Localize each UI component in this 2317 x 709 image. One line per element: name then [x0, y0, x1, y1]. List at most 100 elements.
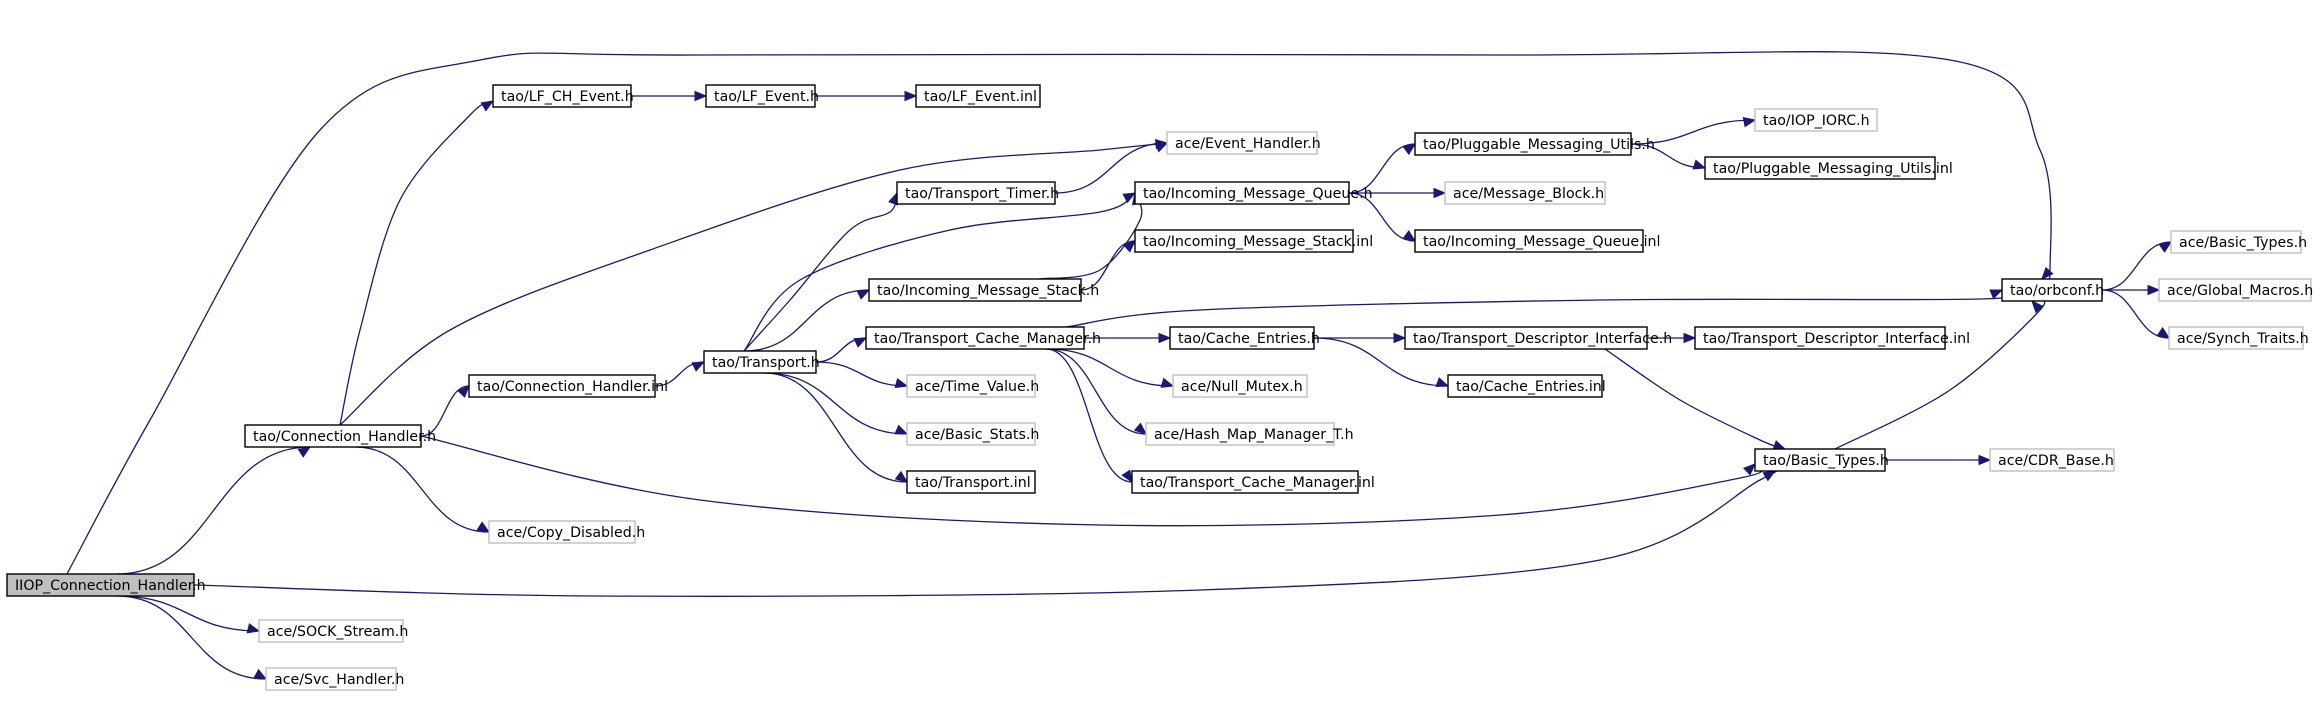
edge-arrowhead — [1402, 143, 1417, 156]
node-box — [896, 181, 1056, 205]
edge-root-to-taobt — [193, 469, 1779, 597]
node-label: tao/Transport.inl — [915, 475, 1031, 491]
edge-arrowhead — [1772, 440, 1787, 451]
edge-arrowhead — [246, 623, 261, 634]
node-label: tao/IOP_IORC.h — [1763, 113, 1870, 129]
edge-orbconf-to-acebt — [2101, 241, 2172, 291]
graph-node-nm: ace/Null_Mutex.h — [1172, 374, 1308, 398]
node-box — [1131, 470, 1359, 494]
node-box — [906, 422, 1036, 446]
node-box — [1694, 326, 1946, 350]
node-label: tao/Cache_Entries.h — [1178, 331, 1320, 347]
graph-node-ch[interactable]: tao/Connection_Handler.h — [244, 424, 436, 448]
edge-tcm-to-nm — [1045, 348, 1174, 387]
edge-arrowhead — [1402, 229, 1417, 242]
edge-tdi-to-taobt — [1604, 348, 1786, 450]
edge-arrowhead — [1122, 240, 1136, 253]
node-box — [703, 350, 817, 374]
edge-trtimer-to-evh — [1054, 142, 1168, 194]
graph-edge — [2101, 241, 2173, 291]
graph-node-gm: ace/Global_Macros.h — [2158, 278, 2313, 302]
graph-node-mb: ace/Message_Block.h — [1444, 181, 1606, 205]
graph-node-chinl[interactable]: tao/Connection_Handler.inl — [468, 374, 668, 398]
graph-edge — [815, 361, 909, 389]
graph-edge — [1313, 337, 1450, 388]
graph-edge — [814, 90, 918, 102]
graph-node-tr[interactable]: tao/Transport.h — [703, 350, 820, 374]
graph-node-orbconf[interactable]: tao/orbconf.h — [2001, 278, 2104, 302]
edge-arrowhead — [894, 470, 909, 483]
edge-tcm-to-orbconf — [1065, 289, 2017, 328]
node-label: tao/Transport_Timer.h — [905, 186, 1059, 202]
graph-node-lfeinl[interactable]: tao/LF_Event.inl — [915, 84, 1041, 108]
graph-node-tcm[interactable]: tao/Transport_Cache_Manager.h — [865, 326, 1101, 350]
graph-node-cdr: ace/CDR_Base.h — [1989, 448, 2115, 472]
node-label: tao/Pluggable_Messaging_Utils.h — [1423, 137, 1655, 153]
edge-ims-to-imq — [1038, 192, 1143, 280]
graph-node-tdi[interactable]: tao/Transport_Descriptor_Interface.h — [1404, 326, 1672, 350]
graph-edge — [1083, 332, 1172, 344]
graph-node-ce[interactable]: tao/Cache_Entries.h — [1169, 326, 1320, 350]
edge-arrowhead — [457, 385, 470, 398]
node-label: tao/Cache_Entries.inl — [1456, 379, 1606, 395]
edge-tr-to-imq — [743, 192, 1136, 352]
edge-arrowhead — [904, 90, 918, 102]
node-label: ace/Copy_Disabled.h — [497, 525, 645, 541]
graph-edge — [354, 446, 491, 533]
graph-edge — [420, 435, 1764, 527]
graph-node-taobt[interactable]: tao/Basic_Types.h — [1754, 448, 1889, 472]
graph-edge — [1045, 348, 1133, 484]
edge-arrowhead — [894, 377, 909, 389]
node-box — [1404, 326, 1648, 350]
node-box — [1754, 108, 1878, 132]
graph-node-svc: ace/Svc_Handler.h — [265, 667, 404, 691]
graph-node-trinl[interactable]: tao/Transport.inl — [906, 470, 1036, 494]
node-label: tao/Transport_Descriptor_Interface.h — [1413, 331, 1672, 347]
graph-node-iorc: tao/IOP_IORC.h — [1754, 108, 1878, 132]
graph-node-pmuinl[interactable]: tao/Pluggable_Messaging_Utils.inl — [1704, 156, 1953, 180]
node-box — [868, 278, 1082, 302]
node-box — [1754, 448, 1886, 472]
graph-node-pmu[interactable]: tao/Pluggable_Messaging_Utils.h — [1414, 132, 1655, 156]
graph-edge — [1045, 348, 1175, 388]
graph-edge — [763, 372, 909, 435]
node-label: tao/Connection_Handler.inl — [477, 379, 668, 395]
node-box — [1414, 132, 1632, 156]
edge-arrowhead — [1978, 454, 1992, 466]
node-label: tao/Transport.h — [712, 355, 820, 371]
edge-tr-to-trinl — [763, 372, 908, 483]
graph-node-root[interactable]: IIOP_Connection_Handler.h — [6, 573, 206, 597]
node-label: tao/Incoming_Message_Queue.inl — [1423, 234, 1661, 250]
node-box — [1134, 229, 1354, 253]
graph-node-tdiinl[interactable]: tao/Transport_Descriptor_Interface.inl — [1694, 326, 1970, 350]
edge-arrowhead — [2041, 266, 2054, 280]
graph-node-st: ace/Synch_Traits.h — [2168, 326, 2309, 350]
graph-edge — [654, 361, 706, 387]
edge-arrowhead — [853, 337, 868, 348]
graph-node-tcminl[interactable]: tao/Transport_Cache_Manager.inl — [1131, 470, 1375, 494]
graph-edge — [66, 50, 2054, 575]
graph-node-lfch[interactable]: tao/LF_CH_Event.h — [492, 84, 634, 108]
graph-node-trtimer[interactable]: tao/Transport_Timer.h — [896, 181, 1059, 205]
node-box — [906, 470, 1036, 494]
graph-edge — [1045, 348, 1148, 435]
graph-node-imq[interactable]: tao/Incoming_Message_Queue.h — [1134, 181, 1373, 205]
graph-node-evh: ace/Event_Handler.h — [1166, 131, 1321, 155]
graph-node-imsinl[interactable]: tao/Incoming_Message_Stack.inl — [1134, 229, 1373, 253]
graph-node-imqinl[interactable]: tao/Incoming_Message_Queue.inl — [1414, 229, 1661, 253]
graph-node-ceinl[interactable]: tao/Cache_Entries.inl — [1447, 374, 1606, 398]
edge-arrowhead — [1433, 187, 1447, 199]
graph-node-sock: ace/SOCK_Stream.h — [258, 619, 408, 643]
edge-arrowhead — [1692, 159, 1707, 170]
edge-arrowhead — [1160, 377, 1175, 388]
node-box — [1134, 181, 1350, 205]
node-box — [468, 374, 656, 398]
graph-node-lfe[interactable]: tao/LF_Event.h — [705, 84, 819, 108]
node-label: ace/SOCK_Stream.h — [267, 624, 408, 640]
graph-node-ims[interactable]: tao/Incoming_Message_Stack.h — [868, 278, 1099, 302]
graph-edge — [1348, 143, 1417, 194]
edge-arrowhead — [694, 90, 708, 102]
graph-edge — [2101, 289, 2171, 339]
node-box — [1172, 374, 1308, 398]
node-box — [1166, 131, 1318, 155]
